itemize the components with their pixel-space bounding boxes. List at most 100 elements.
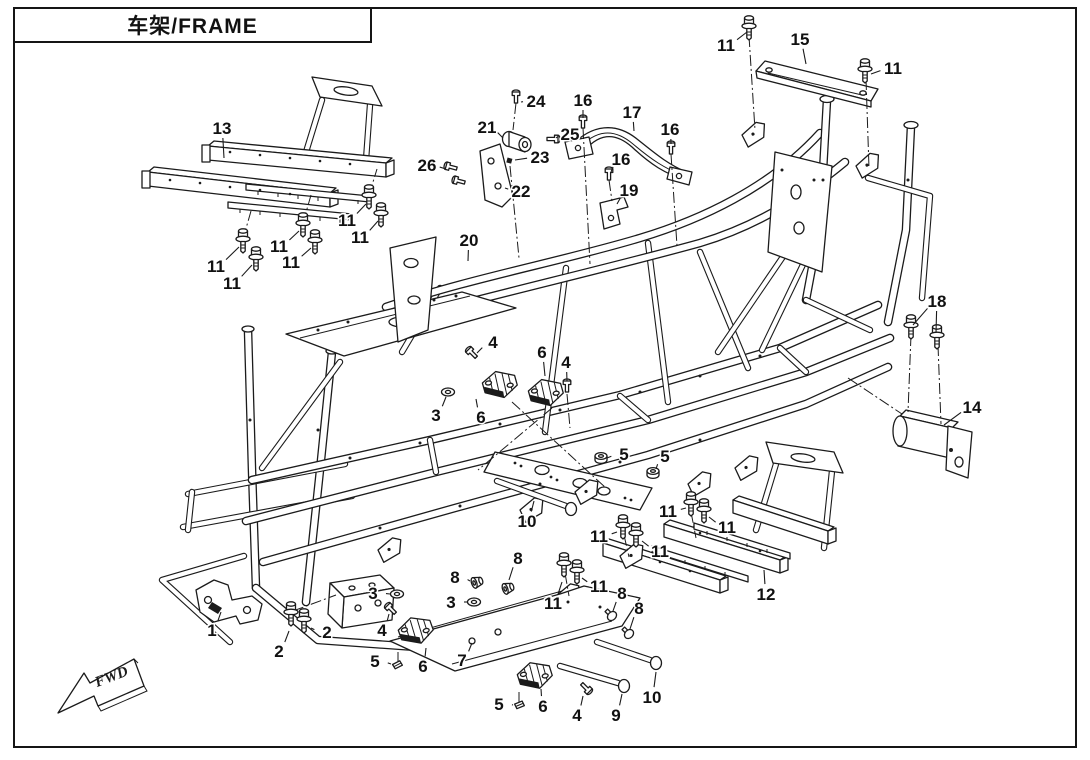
callout-leader — [641, 540, 649, 547]
callout-label: 10 — [518, 512, 537, 531]
callout-label: 11 — [270, 237, 288, 256]
callout-label: 6 — [418, 657, 427, 676]
callout-label: 8 — [450, 568, 459, 587]
flange-bolt-icon — [696, 498, 712, 524]
callout-leader — [241, 264, 253, 277]
callout-label: 11 — [223, 274, 241, 293]
nut-icon — [646, 466, 660, 480]
callout-label: 3 — [431, 406, 440, 425]
callout-leader — [424, 647, 427, 657]
callout-label: 8 — [513, 549, 522, 568]
callout-leader — [514, 157, 528, 161]
callout-leader — [217, 611, 222, 622]
callout-label: 1 — [207, 621, 216, 640]
callout-leader — [680, 507, 687, 510]
page-title: 车架/FRAME — [127, 15, 258, 38]
flange-bolt-icon — [248, 246, 264, 272]
callout-leader — [581, 577, 588, 583]
callout-leader — [467, 579, 471, 582]
callout-label: 12 — [757, 585, 776, 604]
callout-label: 24 — [527, 92, 546, 111]
bolt-icon — [546, 134, 561, 144]
drawing-border — [13, 7, 1077, 748]
callout-label: 6 — [476, 408, 485, 427]
bushing-icon — [500, 580, 516, 596]
bolt-icon — [442, 160, 459, 173]
callout-leader — [736, 31, 748, 41]
rubber-mount-icon — [514, 658, 555, 693]
callout-leader — [580, 695, 584, 706]
callout-label: 8 — [634, 599, 643, 618]
callout-label: 11 — [659, 502, 677, 521]
callout-leader — [222, 137, 225, 159]
callout-leader — [708, 516, 716, 523]
callout-label: 16 — [574, 91, 593, 110]
callout-leader — [468, 642, 473, 652]
callout-leader — [802, 48, 807, 65]
callout-leader — [508, 567, 514, 581]
callout-label: 2 — [322, 623, 331, 642]
callout-label: 23 — [531, 148, 550, 167]
mid-perforated-plate — [483, 451, 653, 511]
callout-label: 26 — [418, 156, 437, 175]
callout-leader — [225, 246, 240, 261]
callout-label: 9 — [611, 706, 620, 725]
callout-label: 11 — [717, 36, 735, 55]
flange-bolt-icon — [929, 324, 945, 350]
flange-bolt-icon — [903, 314, 919, 340]
callout-leader — [632, 121, 635, 132]
callout-leader — [497, 132, 504, 139]
callout-label: 17 — [623, 103, 642, 122]
callout-leader — [475, 398, 479, 408]
callout-leader — [616, 197, 622, 205]
rubber-mount-icon — [480, 367, 520, 402]
callout-leader — [289, 230, 300, 241]
frame-plates — [241, 94, 919, 511]
callout-leader — [912, 307, 929, 326]
callout-label: 13 — [213, 119, 232, 138]
callout-leader — [543, 361, 546, 377]
callout-leader — [555, 136, 558, 139]
callout-leader — [943, 411, 962, 426]
callout-label: 11 — [590, 577, 608, 596]
frame-holes — [248, 178, 910, 530]
nut-icon — [594, 451, 608, 465]
callout-leader — [619, 693, 623, 706]
callout-leader — [310, 627, 315, 631]
callout-leader — [610, 166, 614, 173]
callout-label: 21 — [478, 118, 497, 137]
flange-bolt-icon — [741, 15, 757, 41]
callout-leader — [386, 613, 390, 621]
fwd-arrow: FWD — [57, 658, 148, 714]
callout-label: 16 — [612, 150, 631, 169]
callout-label: 8 — [617, 584, 626, 603]
callout-label: 20 — [460, 231, 479, 250]
callout-label: 5 — [494, 695, 503, 714]
callout-label: 4 — [561, 353, 571, 372]
callout-label: 11 — [590, 527, 608, 546]
frame-tube-structure — [158, 95, 934, 653]
callout-label: 16 — [661, 120, 680, 139]
callout-label: 14 — [963, 398, 982, 417]
rubber-mount-icon — [526, 375, 566, 410]
callout-label: 11 — [651, 542, 669, 561]
callout-leader — [655, 464, 659, 470]
washer-icon — [466, 597, 482, 607]
callout-label: 11 — [351, 228, 369, 247]
flange-bolt-icon — [857, 58, 873, 84]
callout-label: 6 — [538, 697, 547, 716]
callout-leader — [763, 569, 766, 585]
callout-leader — [476, 347, 483, 354]
callout-leader — [870, 70, 881, 75]
callout-label: 11 — [282, 253, 300, 272]
flange-bolt-icon — [569, 559, 585, 585]
gusset-bracket — [389, 236, 437, 343]
callout-label: 6 — [537, 343, 546, 362]
callout-label: 19 — [620, 181, 639, 200]
callout-label: 3 — [446, 593, 455, 612]
callout-label: 3 — [368, 584, 377, 603]
clip-icon — [391, 659, 404, 670]
flange-bolt-icon — [628, 522, 644, 548]
